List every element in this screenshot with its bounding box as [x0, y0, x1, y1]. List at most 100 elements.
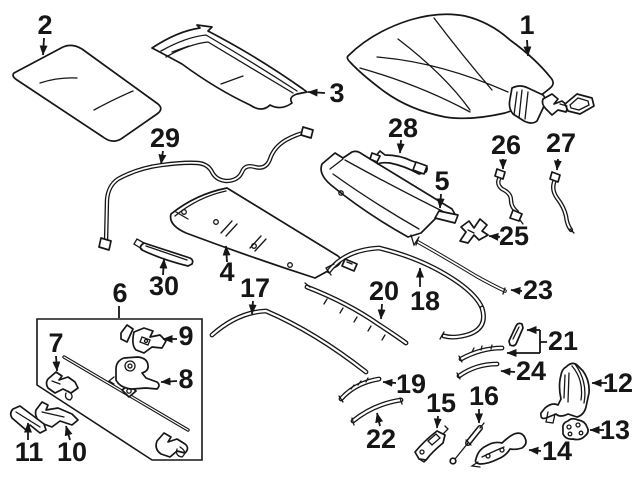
callout-15: 15 [426, 388, 456, 418]
lower-tube-inner [459, 346, 504, 361]
tab [107, 376, 115, 385]
details [41, 411, 65, 418]
end-caps [351, 397, 403, 426]
leader-3 [307, 88, 326, 97]
outline [540, 362, 590, 420]
callout-4: 4 [219, 257, 234, 287]
hatch [545, 372, 570, 424]
leader-25 [488, 232, 501, 241]
callout-25: 25 [499, 221, 529, 251]
end-fitting [549, 171, 561, 183]
leader-30 [159, 258, 168, 276]
body [45, 371, 79, 394]
part-18-rear-bow [325, 245, 486, 340]
rail-inner [327, 246, 484, 310]
callout-8: 8 [178, 364, 193, 394]
body [115, 356, 160, 390]
hole [499, 447, 505, 453]
part-23-weatherstrip [415, 238, 507, 295]
hole [575, 422, 581, 428]
foot [434, 210, 459, 224]
end-fitting [494, 168, 523, 222]
part-26-cable [494, 168, 524, 225]
tube-inner [351, 398, 403, 423]
leader-7 [52, 355, 61, 372]
callout-19: 19 [396, 369, 426, 399]
lower-teeth [458, 344, 493, 363]
canvas-seams [359, 17, 509, 113]
leader-23 [510, 286, 523, 295]
callout-11: 11 [15, 437, 44, 467]
pads [369, 152, 428, 175]
outline [169, 187, 342, 279]
part-25-clip [459, 218, 489, 244]
tube-inner [210, 309, 368, 374]
callout-13: 13 [600, 415, 630, 445]
part-24-retainer-strip [456, 361, 500, 380]
leader-5 [436, 193, 445, 209]
clip-line [346, 261, 353, 265]
part-4-headliner [169, 187, 342, 279]
details [329, 158, 447, 247]
end-caps [456, 372, 461, 380]
cylinder-inner [466, 426, 482, 445]
outline [151, 24, 308, 110]
part-28-bracket [369, 150, 428, 175]
latch-hook [155, 432, 189, 458]
leader-19 [382, 378, 397, 387]
leader-15 [433, 415, 442, 429]
callout-1: 1 [519, 10, 534, 40]
part-7-pawl [45, 371, 79, 401]
tube-outer [350, 397, 404, 424]
callout-26: 26 [491, 130, 521, 160]
rail-outer [326, 245, 485, 311]
callout-18: 18 [410, 286, 440, 316]
callout-2: 2 [37, 10, 52, 40]
shaft [454, 422, 485, 460]
details [467, 229, 475, 234]
part-6-hardware-box [36, 318, 203, 461]
details [39, 77, 134, 111]
part-13-bracket [562, 417, 589, 441]
tube-inner [552, 177, 572, 231]
leader-4 [222, 245, 231, 263]
callout-30: 30 [149, 271, 179, 301]
slot [418, 425, 449, 463]
leader-17 [248, 300, 257, 315]
tube-outer [496, 173, 520, 215]
strap-loop-inner [559, 97, 590, 111]
hole [213, 219, 219, 225]
leader-22 [375, 412, 384, 427]
upper-line [512, 326, 520, 340]
pillar-lines [513, 89, 529, 120]
hole [485, 453, 491, 459]
end-details [325, 263, 445, 340]
leader-10 [64, 425, 73, 441]
part-15-bracket [414, 425, 449, 463]
hole [338, 190, 344, 196]
part-29-hose [98, 126, 314, 251]
teeth [304, 282, 386, 341]
part-22-retainer-strip [350, 397, 404, 426]
hole [287, 262, 293, 268]
part-11-strip [9, 405, 47, 434]
leader-27 [553, 158, 562, 171]
hole [251, 243, 257, 249]
part-8-latch [107, 356, 160, 390]
callout-22: 22 [366, 424, 396, 454]
callout-23: 23 [523, 275, 553, 305]
end-fitting [98, 126, 314, 251]
details [15, 411, 41, 428]
part-12-striker-bracket [540, 362, 590, 424]
callouts: 1 2 3 4 5 6 7 8 9 10 11 12 13 14 15 16 1 [15, 10, 633, 467]
eyelet [449, 457, 457, 465]
callout-29: 29 [150, 123, 180, 153]
callout-12: 12 [603, 368, 633, 398]
tail [569, 228, 575, 234]
callout-6: 6 [112, 278, 127, 308]
latch-link [541, 93, 569, 116]
hole [567, 431, 573, 437]
hole [143, 338, 149, 344]
callout-17: 17 [240, 273, 270, 303]
